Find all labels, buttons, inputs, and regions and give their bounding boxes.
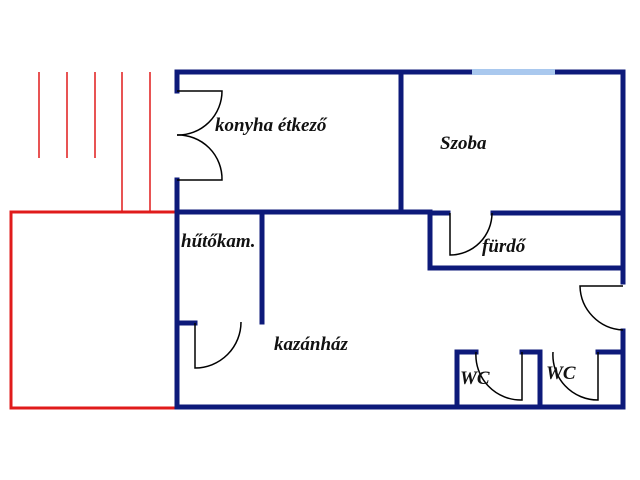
- room-label-boiler-room: kazánház: [274, 334, 348, 355]
- room-label-wc2: WC: [546, 363, 576, 384]
- terrace: [9, 72, 179, 410]
- wc2-door: [552, 351, 599, 401]
- pergola-lines: [38, 72, 151, 212]
- bathroom-door: [449, 212, 493, 256]
- room-label-wc1: WC: [460, 368, 490, 389]
- terrace-outline: [9, 210, 179, 410]
- doors: [176, 90, 624, 401]
- walls: [174, 69, 626, 410]
- room-label-kitchen: konyha étkező: [215, 115, 327, 136]
- room-label-room: Szoba: [440, 133, 487, 154]
- boiler-room-door: [579, 285, 624, 331]
- room-label-cold-storage: hűtőkam.: [181, 231, 256, 252]
- kitchen-door-upper: [176, 90, 223, 136]
- wc1-door: [475, 351, 523, 401]
- kitchen-door-lower: [176, 134, 223, 181]
- cold-storage-door: [194, 321, 242, 369]
- room-label-bathroom: fürdő: [482, 236, 526, 257]
